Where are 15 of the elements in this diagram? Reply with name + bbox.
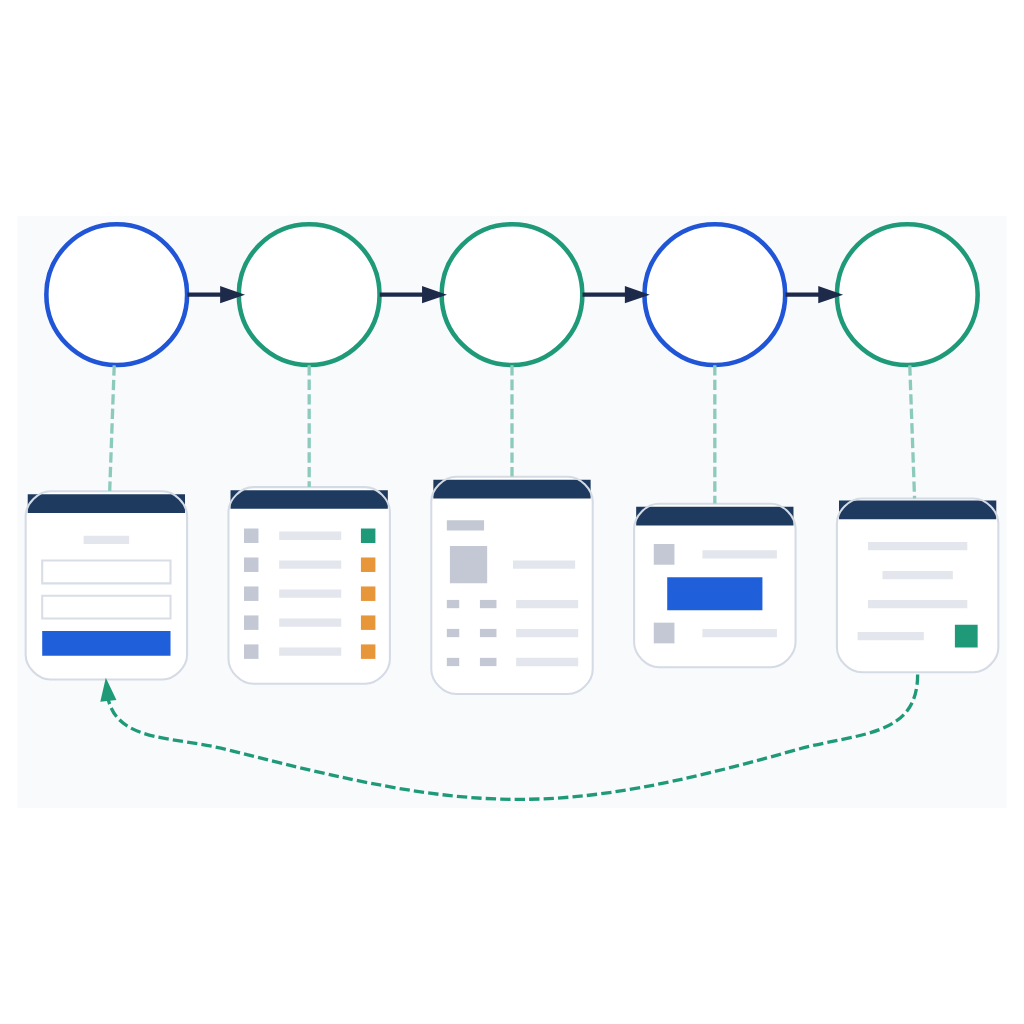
connector [108, 365, 116, 491]
node-circle [642, 222, 788, 368]
arrow [379, 285, 447, 304]
node-circle [236, 222, 382, 368]
connector [510, 365, 514, 477]
arrow [582, 285, 650, 304]
connector [307, 365, 311, 488]
node-circle [439, 222, 585, 368]
arrow [100, 674, 920, 801]
arrow [785, 285, 844, 304]
arrow [187, 285, 246, 304]
node-circle [834, 222, 980, 368]
node-circle [44, 222, 190, 368]
connector [908, 365, 917, 499]
connector [713, 365, 717, 504]
